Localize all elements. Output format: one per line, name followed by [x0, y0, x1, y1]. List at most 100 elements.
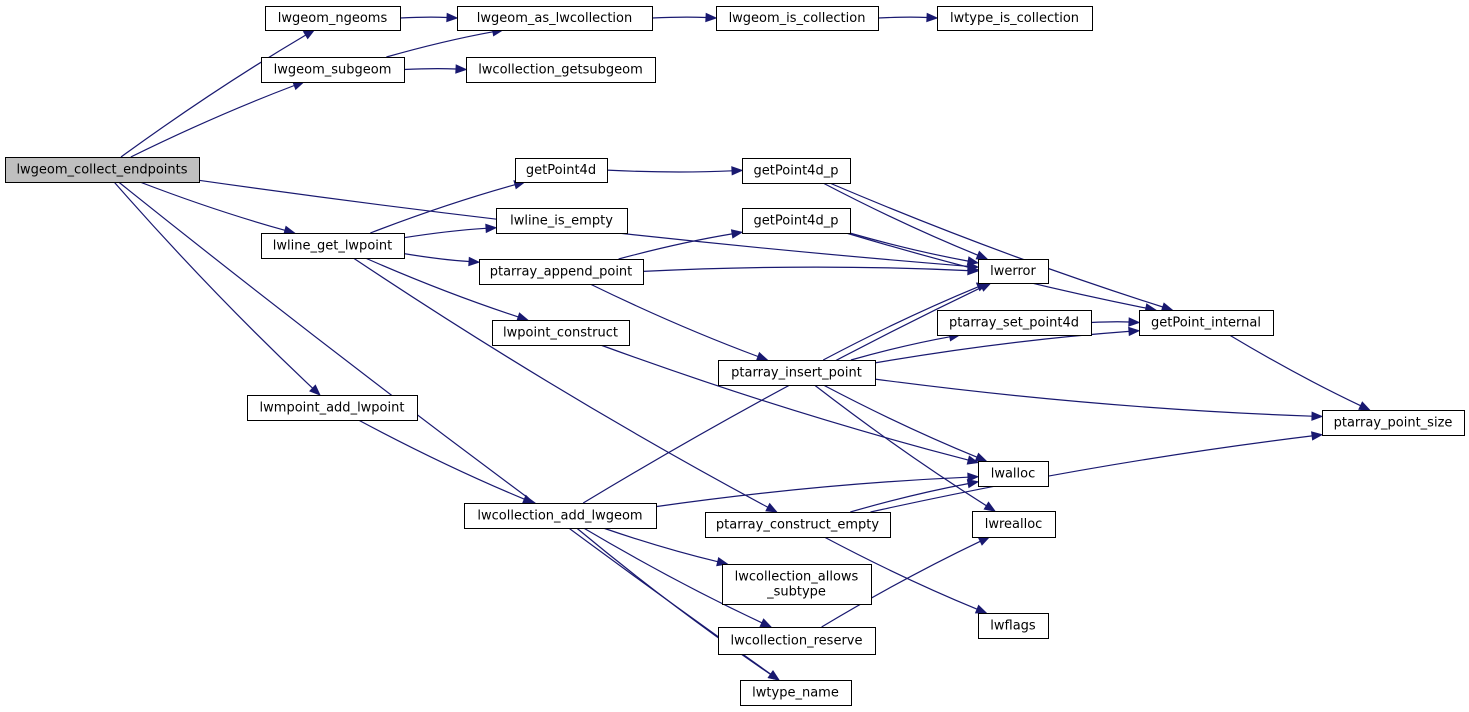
edge-lwgeom-is-collection-to-lwtype-is-collection [877, 12, 939, 23]
node-lwcollection-allows-subtype-allows[interactable]: lwcollection_allows_subtype [722, 564, 872, 605]
node-label: getPoint4d_p [754, 214, 839, 229]
edge-getpoint-internal-to-ptarray-point-size [1229, 334, 1371, 411]
node-lwgeom-is-collection-is-coll[interactable]: lwgeom_is_collection [716, 6, 879, 31]
arrowhead-icon [983, 501, 997, 512]
node-lwtype-name-type-name[interactable]: lwtype_name [740, 680, 852, 706]
edge-line [403, 68, 457, 71]
arrowhead-icon [755, 351, 769, 361]
node-lwcollection-add-lwgeom-coll-add[interactable]: lwcollection_add_lwgeom [464, 503, 657, 529]
node-label: lwcollection_add_lwgeom [477, 509, 642, 524]
node-getpoint-internal-getpoint-int[interactable]: getPoint_internal [1139, 310, 1274, 336]
node-label: lwrealloc [985, 517, 1043, 532]
edge-line [1090, 321, 1130, 324]
node-ptarray-set-point4d-set-pt4d[interactable]: ptarray_set_point4d [937, 310, 1092, 336]
arrowhead-icon [730, 229, 744, 239]
node-label: ptarray_construct_empty [716, 518, 879, 533]
arrowhead-icon [516, 312, 529, 322]
edge-lwcollection-reserve-to-lwrealloc [821, 536, 991, 628]
edge-line [358, 419, 525, 500]
node-lwline-is-empty-line-is-empty[interactable]: lwline_is_empty [496, 208, 628, 234]
node-lwrealloc-lwrealloc[interactable]: lwrealloc [972, 511, 1056, 538]
node-lwtype-is-collection-type-is-coll[interactable]: lwtype_is_collection [937, 6, 1093, 31]
node-lwgeom-ngeoms-ngeoms[interactable]: lwgeom_ngeoms [265, 6, 401, 31]
node-ptarray-point-size-pt-size[interactable]: ptarray_point_size [1322, 410, 1465, 436]
node-box [5, 157, 200, 183]
edge-lwgeom-subgeom-to-lwgeom-as-lwcollection [386, 27, 505, 58]
node-ptarray-construct-empty-construct-empty[interactable]: ptarray_construct_empty [705, 512, 891, 538]
arrowhead-icon [485, 223, 498, 234]
edge-line [655, 476, 969, 508]
edge-line [829, 182, 1163, 308]
edge-line [874, 330, 1130, 364]
arrowhead-icon [977, 536, 991, 546]
edge-line [139, 181, 286, 231]
arrowhead-icon [966, 455, 980, 465]
node-box [479, 259, 644, 285]
arrowhead-icon [522, 494, 535, 504]
node-lwcollection-reserve-reserve[interactable]: lwcollection_reserve [718, 627, 876, 655]
edge-ptarray-append-point-to-getpoint4d-p [618, 229, 744, 260]
node-ptarray-insert-point-insert[interactable]: ptarray_insert_point [718, 360, 876, 386]
node-lwmpoint-add-lwpoint-mpoint-add[interactable]: lwmpoint_add_lwpoint [247, 395, 418, 421]
node-box [247, 395, 418, 421]
edge-line [822, 286, 979, 361]
edge-ptarray-construct-empty-to-lwflags [823, 536, 988, 614]
node-lwline-get-lwpoint-line-get-pt[interactable]: lwline_get_lwpoint [261, 233, 405, 259]
edge-lwgeom-collect-endpoints-to-lwtype-name [118, 181, 780, 681]
node-lwflags-lwflags[interactable]: lwflags [978, 613, 1049, 639]
edge-line [849, 232, 969, 262]
node-lwerror-lwerror[interactable]: lwerror [978, 259, 1049, 284]
edge-lwgeom-collect-endpoints-to-lwmpoint-add-lwpoint [113, 181, 321, 396]
arrowhead-icon [979, 282, 993, 292]
node-box [740, 680, 852, 706]
node-box [457, 6, 653, 31]
edge-lwgeom-as-lwcollection-to-lwgeom-is-collection [651, 12, 718, 23]
edge-lwline-get-lwpoint-to-ptarray-construct-empty [352, 257, 778, 513]
node-lwcollection-getsubgeom-getsubgeom[interactable]: lwcollection_getsubgeom [466, 57, 656, 83]
node-lwgeom-subgeom-subgeom[interactable]: lwgeom_subgeom [261, 57, 405, 83]
arrowhead-icon [966, 256, 980, 266]
edge-getpoint4d-p-to-lwerror [822, 182, 989, 260]
node-getpoint4d-getpoint4d[interactable]: getPoint4d [515, 158, 608, 183]
node-label: lwtype_name [752, 686, 839, 701]
edge-lwgeom-subgeom-to-lwcollection-getsubgeom [403, 64, 468, 74]
edge-line [118, 181, 772, 675]
edge-line [352, 257, 769, 508]
edge-ptarray-set-point4d-to-getpoint-internal [1090, 317, 1141, 327]
edge-lwcollection-add-lwgeom-to-lwcollection-reserve [583, 527, 773, 628]
arrowhead-icon [974, 604, 988, 614]
node-label: lwgeom_ngeoms [278, 11, 388, 26]
node-box [464, 503, 657, 529]
node-getpoint4d-p-getpoint4d-p2[interactable]: getPoint4d_p [742, 208, 851, 234]
node-box [937, 310, 1092, 336]
edge-line [603, 527, 718, 563]
node-getpoint4d-p-getpoint4d-p1[interactable]: getPoint4d_p [742, 158, 851, 184]
arrowhead-icon [446, 12, 459, 23]
node-box [1139, 310, 1274, 336]
edge-lwmpoint-add-lwpoint-to-lwcollection-add-lwgeom [358, 419, 535, 504]
node-label: lwgeom_subgeom [274, 63, 392, 78]
arrowhead-icon [1128, 326, 1141, 337]
node-lwalloc-lwalloc[interactable]: lwalloc [978, 461, 1049, 487]
node-label: lwcollection_getsubgeom [478, 63, 643, 78]
node-box [466, 57, 656, 83]
node-lwgeom-as-lwcollection-as-coll[interactable]: lwgeom_as_lwcollection [457, 6, 653, 31]
node-ptarray-append-point-append[interactable]: ptarray_append_point [479, 259, 644, 285]
node-box [515, 158, 608, 183]
edge-line [582, 286, 982, 504]
arrowhead-icon [1128, 317, 1141, 327]
node-label: lwmpoint_add_lwpoint [260, 401, 405, 416]
edge-line [130, 84, 295, 158]
edge-line [606, 169, 733, 173]
arrowhead-icon [1160, 302, 1174, 312]
node-lwgeom-collect-endpoints-collect[interactable]: lwgeom_collect_endpoints [5, 157, 200, 183]
edge-ptarray-insert-point-to-ptarray-point-size [874, 378, 1324, 421]
node-lwpoint-construct-pt-construct[interactable]: lwpoint_construct [492, 320, 630, 346]
node-label: lwflags [990, 619, 1036, 634]
edge-line [399, 16, 448, 19]
edge-line [618, 233, 733, 260]
node-label: ptarray_set_point4d [949, 316, 1079, 331]
edge-ptarray-append-point-to-lwerror [642, 265, 980, 276]
node-label: getPoint4d [526, 163, 596, 178]
